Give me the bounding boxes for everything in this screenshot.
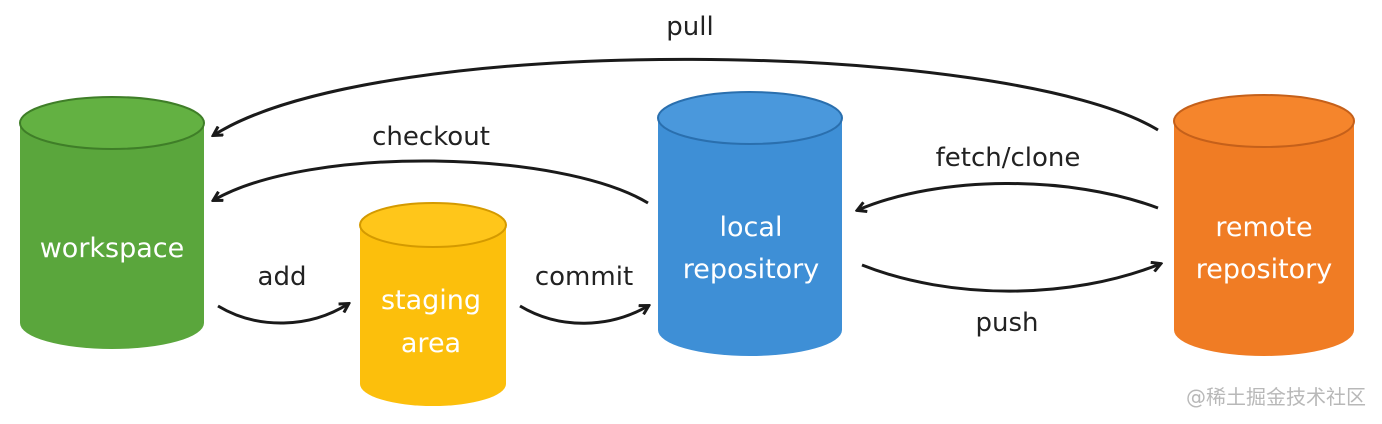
remote-label-line2: repository xyxy=(1196,254,1333,285)
workspace-label: workspace xyxy=(40,233,185,264)
local-repository-node: local repository xyxy=(657,91,843,356)
add-arrow xyxy=(217,304,348,325)
staging-cylinder-body xyxy=(360,225,506,406)
local-label-line1: local xyxy=(720,212,783,243)
workspace-node: workspace xyxy=(19,96,205,349)
local-cylinder-top xyxy=(657,91,843,145)
pull-label: pull xyxy=(666,12,713,42)
checkout-arrow xyxy=(214,159,649,205)
checkout-label: checkout xyxy=(372,122,490,152)
staging-label-line2: area xyxy=(401,328,461,359)
local-cylinder-body xyxy=(658,118,842,356)
local-label-line2: repository xyxy=(683,254,820,285)
staging-cylinder-top xyxy=(359,202,507,248)
workspace-cylinder-body xyxy=(20,123,204,349)
pull-arrow xyxy=(214,57,1159,135)
fetch-clone-arrow xyxy=(858,182,1159,210)
staging-label-line1: staging xyxy=(381,285,481,316)
commit-label: commit xyxy=(535,262,633,292)
remote-cylinder-body xyxy=(1174,121,1354,356)
commit-arrow xyxy=(519,306,648,325)
add-label: add xyxy=(258,262,307,292)
fetch-clone-label: fetch/clone xyxy=(936,143,1081,173)
workspace-cylinder-top xyxy=(19,96,205,150)
staging-area-node: staging area xyxy=(359,202,507,406)
remote-cylinder-top xyxy=(1173,94,1355,148)
remote-label-line1: remote xyxy=(1215,212,1312,243)
watermark-text: @稀土掘金技术社区 xyxy=(1186,385,1366,409)
push-arrow xyxy=(861,264,1160,293)
push-label: push xyxy=(975,308,1038,338)
remote-repository-node: remote repository xyxy=(1173,94,1355,356)
